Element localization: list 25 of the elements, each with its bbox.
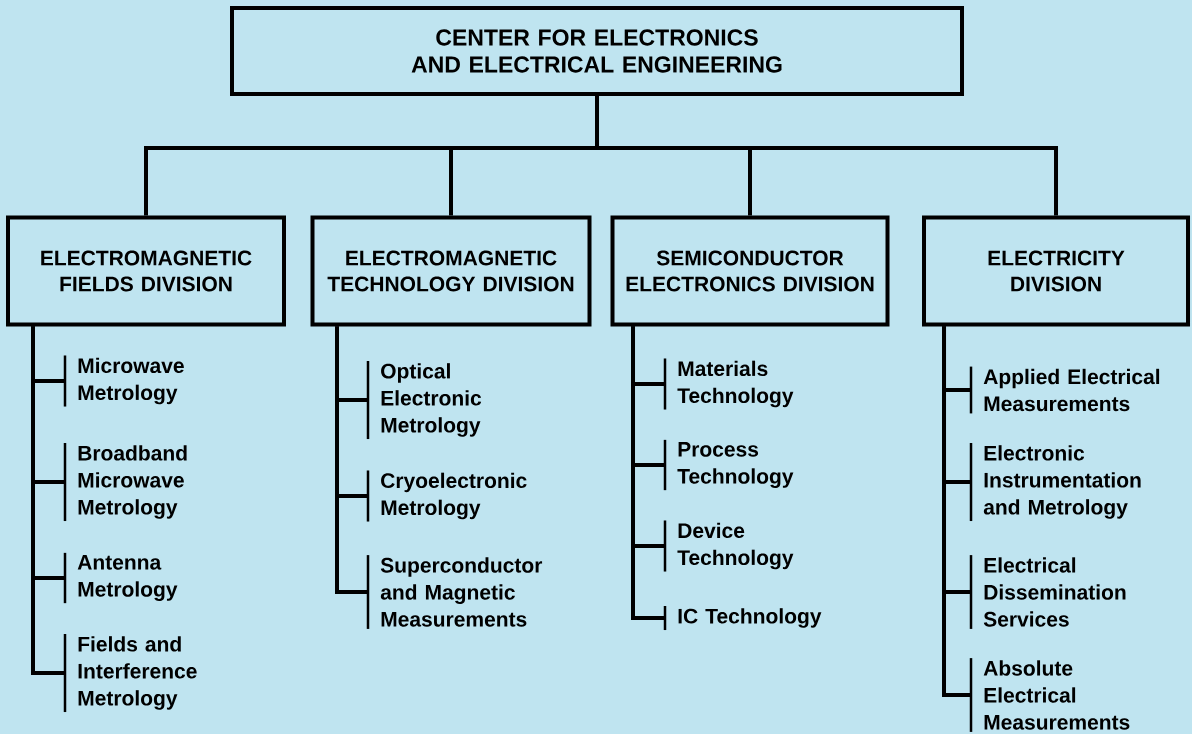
bracket-connector	[942, 326, 971, 697]
division-box: ELECTROMAGNETIC TECHNOLOGY DIVISION	[310, 215, 592, 327]
bracketed-label: Fields and Interference Metrology	[63, 634, 197, 713]
bracketed-label: Broadband Microwave Metrology	[63, 442, 187, 522]
bracketed-label: Process Technology	[663, 439, 794, 491]
bracketed-label: Microwave Metrology	[63, 355, 184, 407]
bracket-connector	[631, 326, 665, 620]
bracketed-label: Electrical Dissemination Services	[969, 555, 1126, 629]
bracketed-label: Cryoelectronic Metrology	[366, 470, 527, 522]
bracket-connector	[335, 326, 368, 594]
bracketed-label: Materials Technology	[663, 358, 794, 410]
bracketed-label: Absolute Electrical Measurements	[969, 658, 1130, 732]
division-box: SEMICONDUCTOR ELECTRONICS DIVISION	[610, 215, 890, 327]
division-box: ELECTRICITY DIVISION	[922, 215, 1190, 327]
bracketed-label: IC Technology	[663, 605, 822, 631]
connector-line	[595, 96, 1058, 216]
division-box: ELECTROMAGNETIC FIELDS DIVISION	[6, 215, 286, 327]
bracket-connector	[31, 326, 65, 675]
bracketed-label: Optical Electronic Metrology	[366, 360, 482, 440]
center-box: CENTER FOR ELECTRONICS AND ELECTRICAL ENGINEERING	[230, 6, 964, 96]
bracketed-label: Device Technology	[663, 520, 794, 572]
bracketed-label: Electronic Instrumentation and Metrology	[969, 442, 1141, 522]
bracketed-label: Antenna Metrology	[63, 552, 178, 604]
bracketed-label: Applied Electrical Measurements	[969, 366, 1160, 414]
bracketed-label: Superconductor and Magnetic Measurements	[366, 555, 543, 629]
